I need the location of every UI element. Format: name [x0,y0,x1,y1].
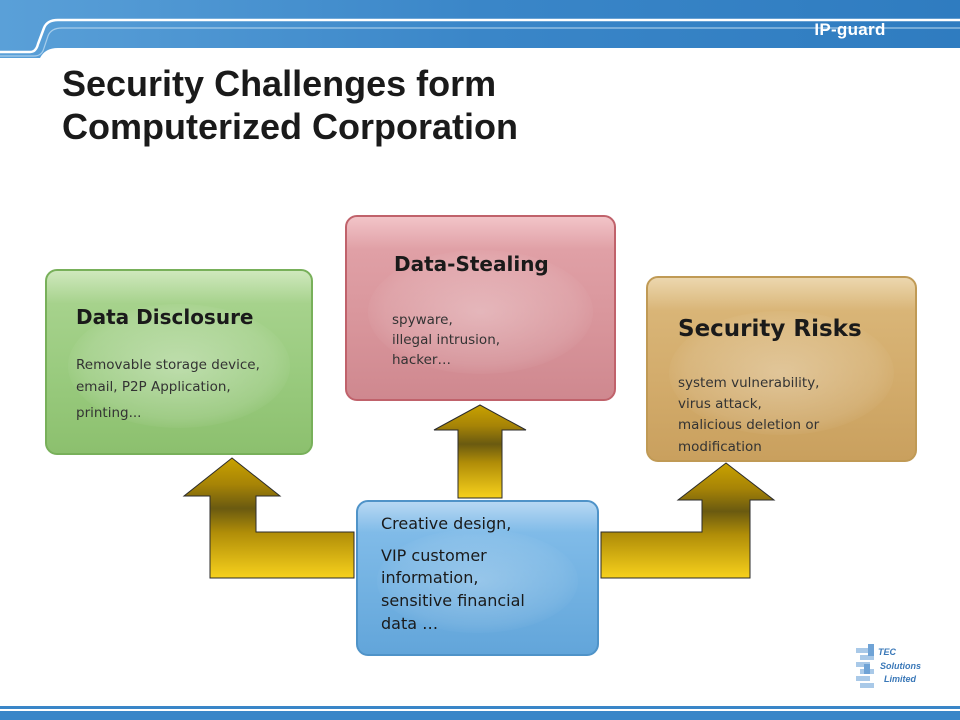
security-risks-box: Security Risks system vulnerability, vir… [646,276,917,462]
data-disclosure-box: Data Disclosure Removable storage device… [45,269,313,455]
title-line-1: Security Challenges form [62,63,497,104]
data-stealing-line-2: illegal intrusion, [392,332,501,348]
arrow-to-disclosure [182,457,355,579]
core-assets-line-3: information, [381,568,479,587]
security-risks-line-4: modification [678,439,762,455]
data-disclosure-line-3: printing... [76,405,142,421]
logo-line-2: Solutions [880,661,921,671]
data-disclosure-line-2: email, P2P Application, [76,379,231,395]
security-risks-line-3: malicious deletion or [678,417,820,433]
tec-solutions-logo: TEC Solutions Limited [856,644,921,688]
data-stealing-box: Data-Stealing spyware, illegal intrusion… [345,215,616,401]
data-disclosure-heading: Data Disclosure [76,305,254,329]
data-stealing-heading: Data-Stealing [394,252,549,276]
security-risks-line-1: system vulnerability, [678,375,820,391]
header-band [0,0,960,58]
data-stealing-line-1: spyware, [392,312,453,328]
title-line-2: Computerized Corporation [62,106,518,147]
core-assets-line-5: data … [381,614,439,633]
data-stealing-line-3: hacker… [392,352,451,368]
data-disclosure-line-1: Removable storage device, [76,357,260,373]
core-assets-line-1: Creative design, [381,514,512,533]
page-title: Security Challenges form Computerized Co… [62,62,862,148]
core-assets-box: Creative design, VIP customer informatio… [356,500,599,656]
core-assets-line-2: VIP customer [381,546,487,565]
core-assets-line-4: sensitive financial [381,591,525,610]
logo-line-3: Limited [884,674,917,684]
security-risks-line-2: virus attack, [678,396,762,412]
brand-label: IP-guard [814,20,886,39]
arrow-to-stealing [433,404,527,499]
logo-line-1: TEC [878,647,897,657]
footer-band [0,706,960,720]
arrow-to-risks [600,462,776,579]
security-risks-heading: Security Risks [678,316,862,342]
